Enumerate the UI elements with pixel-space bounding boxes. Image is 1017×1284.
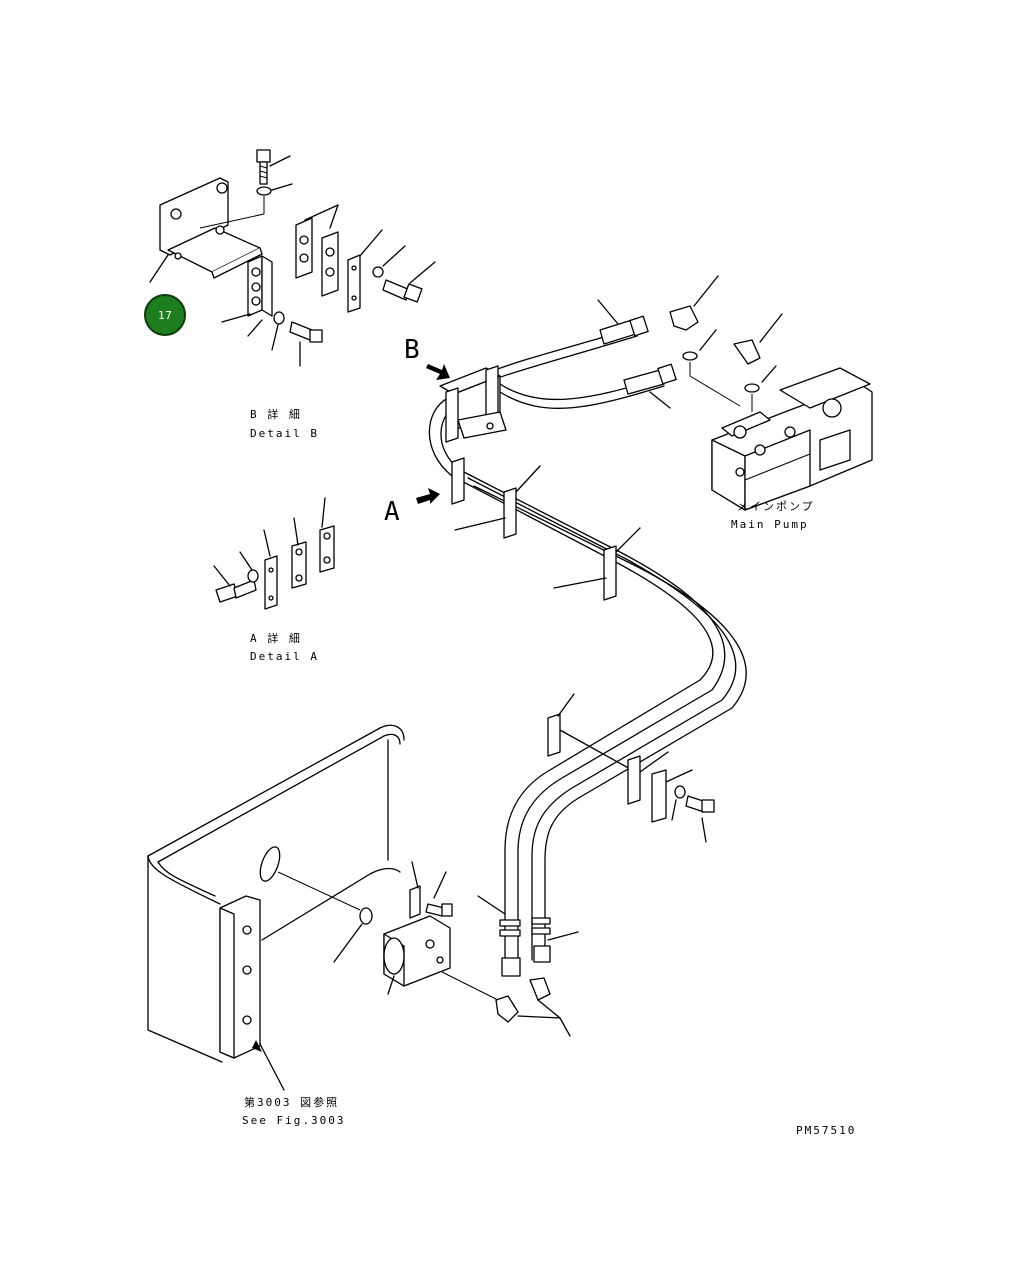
detail-b-assembly: [149, 149, 436, 367]
view-marker-b: B: [404, 335, 420, 365]
detail-a-assembly: [213, 497, 335, 610]
reference-label-en: See Fig.3003: [242, 1114, 345, 1127]
detail-b-title-jp: B 詳 細: [250, 407, 302, 421]
valve-block: [383, 861, 499, 1001]
arrow-b-icon: [426, 364, 450, 380]
detail-a-title-en: Detail A: [250, 650, 319, 663]
reference-arrow-icon: [252, 1040, 262, 1052]
tank-assembly: [147, 724, 405, 1091]
detail-b-title-en: Detail B: [250, 427, 319, 440]
detail-a-title-jp: A 詳 細: [250, 631, 302, 645]
callout-number: 17: [158, 309, 172, 322]
drawing-code: PM57510: [796, 1124, 856, 1137]
main-pump-label-en: Main Pump: [731, 518, 809, 531]
main-pump: [669, 275, 873, 511]
arrow-a-icon: [416, 488, 440, 504]
reference-label-jp: 第3003 図参照: [244, 1095, 339, 1109]
callout-badge[interactable]: 17: [144, 294, 186, 336]
view-marker-a: A: [384, 497, 400, 527]
hose-assembly: [428, 299, 747, 1037]
main-pump-label-jp: メインポンプ: [737, 500, 815, 513]
